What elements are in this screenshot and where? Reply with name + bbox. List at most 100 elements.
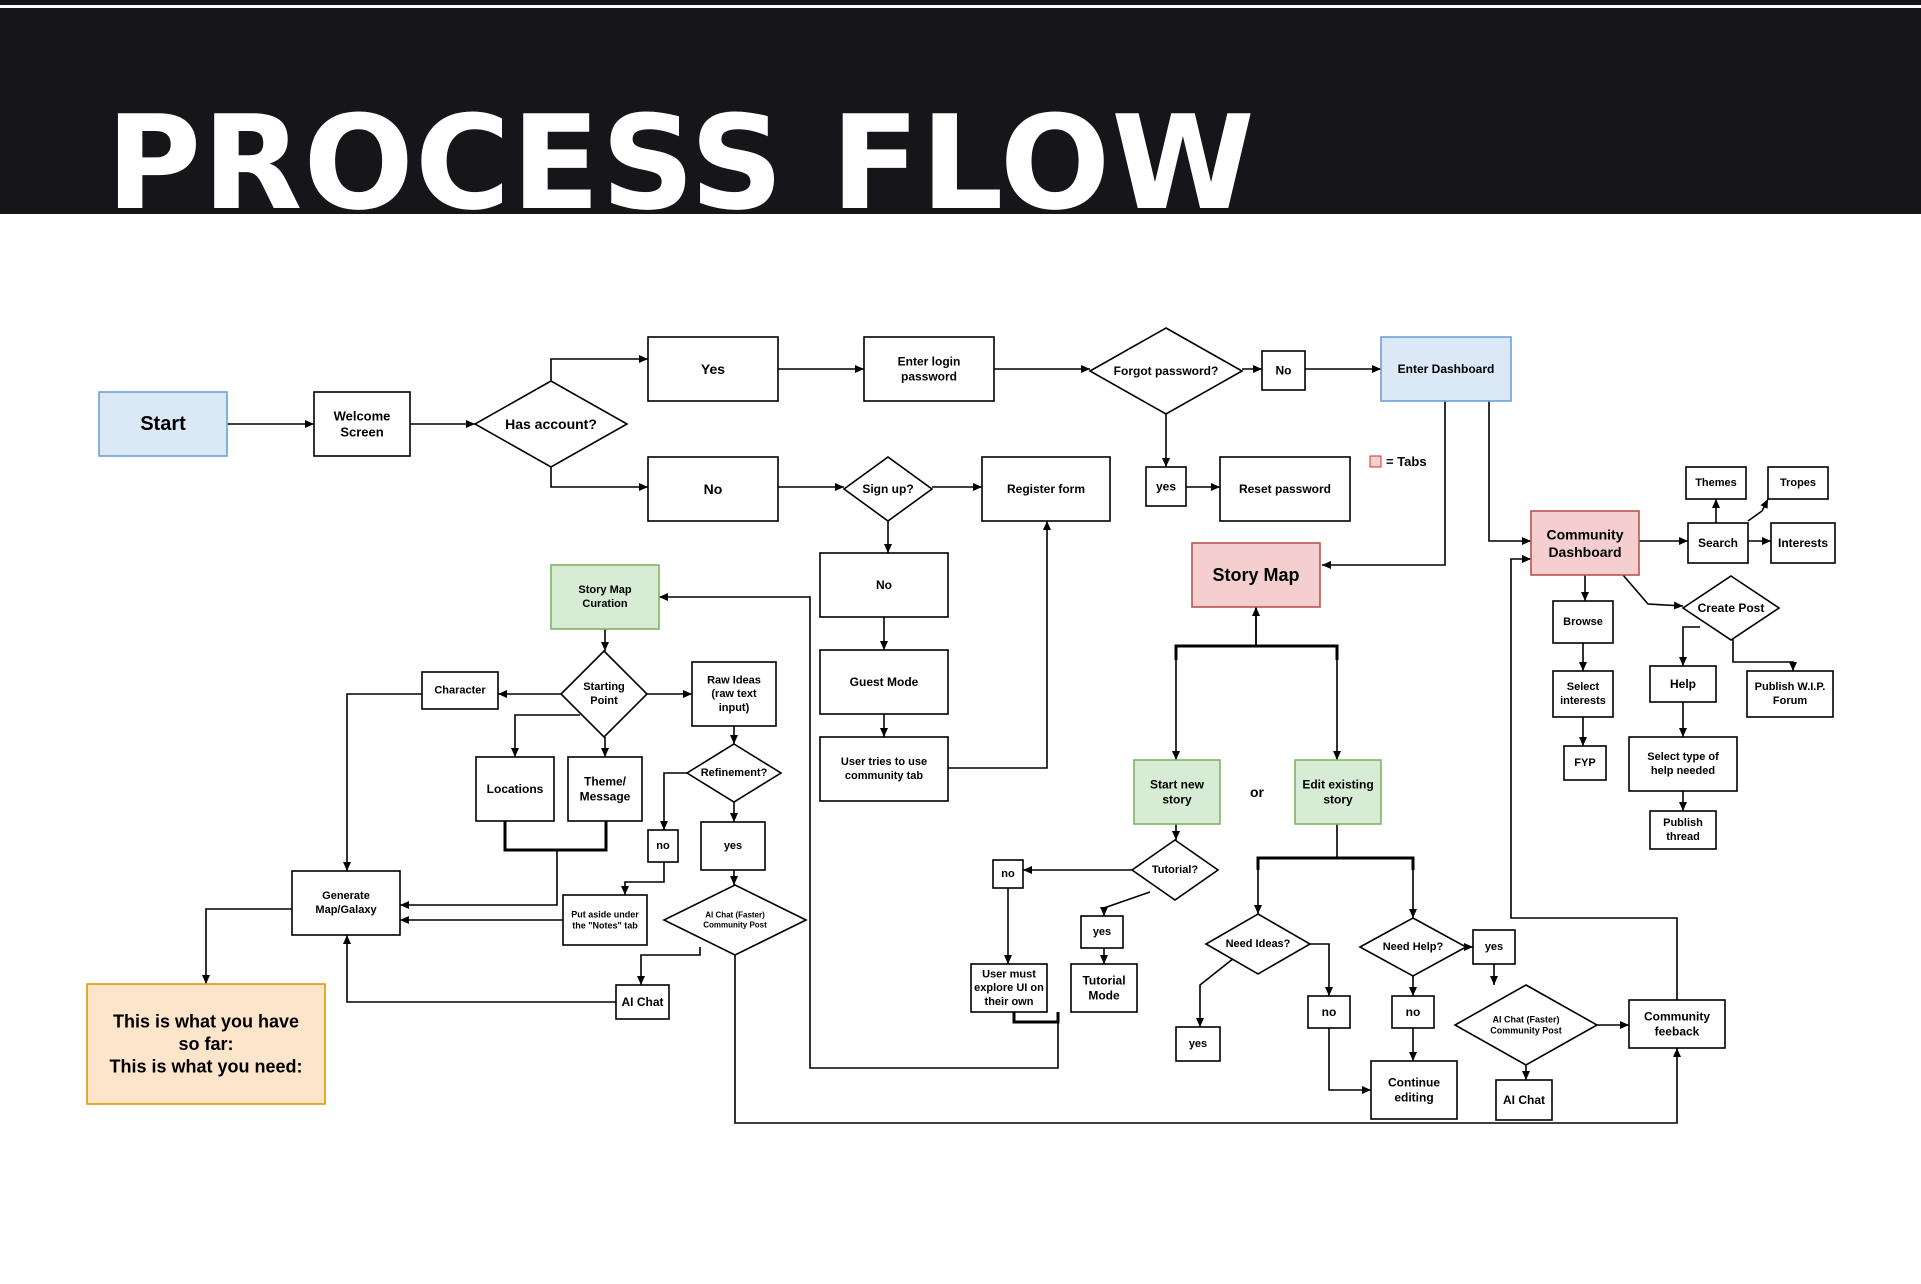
node-tutorial: Tutorial? [1130,839,1220,901]
need-help-diamond [1358,917,1468,977]
help-yes-box [1472,929,1516,965]
refine-no-box [647,829,679,863]
node-help-no: no [1391,995,1435,1029]
ai-chat-left-label: AI Chat [622,995,664,1009]
reset-password-label: Reset password [1239,482,1331,496]
node-ai-chat-community-right: AI Chat (Faster)Community Post [1453,984,1599,1066]
register-form-label: Register form [1007,482,1085,496]
connector-arrow [1100,891,1151,916]
split-bracket [1174,644,1339,660]
node-refine-yes: yes [700,821,766,871]
publish-wip-label: Forum [1773,695,1807,707]
forgot-yes-label: yes [1156,480,1176,494]
connector-arrow [1747,498,1769,522]
sign-up-label: Sign up? [862,482,913,496]
enter-dashboard-label: Enter Dashboard [1398,362,1495,376]
merge-bracket [503,821,608,852]
tutorial-no-label: no [1001,868,1015,880]
tropes-label: Tropes [1780,477,1816,489]
theme-message-label: Theme/ [584,775,627,789]
continue-editing-label: editing [1394,1091,1433,1105]
ai-chat-community-left-diamond [662,884,808,956]
start-new-story-label: Start new [1150,778,1205,792]
welcome-label: Screen [340,425,383,440]
tutorial-mode-label: Mode [1088,989,1120,1003]
community-dashboard-label: Dashboard [1548,544,1621,560]
continue-editing-label: Continue [1388,1076,1440,1090]
node-interests: Interests [1770,522,1836,564]
connector-arrow [504,821,607,851]
need-ideas-label: Need Ideas? [1226,938,1291,950]
character-box [421,671,499,710]
refine-yes-box [700,821,766,871]
community-feedback-box [1628,999,1726,1049]
need-help-label: Need Help? [1383,941,1444,953]
help-no-label: no [1406,1005,1421,1019]
sign-up-diamond [842,456,934,522]
refinement-diamond [685,743,783,803]
tutorial-diamond [1130,839,1220,901]
node-search: Search [1687,522,1749,564]
create-post-label: Create Post [1698,601,1765,615]
node-ai-chat-right: AI Chat [1495,1079,1553,1121]
refine-no-label: no [656,840,670,852]
note-box-label: This is what you need: [109,1057,302,1077]
forgot-password-label: Forgot password? [1114,364,1219,378]
tutorial-no-box [992,859,1024,889]
refinement-label: Refinement? [701,767,768,779]
node-ai-chat-community-left: AI Chat (Faster)Community Post [662,884,808,956]
forgot-password-diamond [1088,327,1244,415]
node-refinement: Refinement? [685,743,783,803]
has-account-label: Has account? [505,416,597,432]
connector-arrow [550,467,648,491]
ai-chat-community-left-label: AI Chat (Faster) [705,911,765,920]
connector-arrow [400,850,558,909]
node-forgot-yes: yes [1145,466,1187,507]
ai-chat-community-right-diamond [1453,984,1599,1066]
node-forgot-password: Forgot password? [1088,327,1244,415]
connector-arrow [1488,401,1531,545]
theme-message-label: Message [580,790,631,804]
connector-arrow [1337,857,1417,918]
start-label: Start [140,413,186,435]
forgot-yes-box [1145,466,1187,507]
start-new-story-box [1133,759,1221,825]
ai-chat-community-right-label: AI Chat (Faster) [1492,1014,1559,1024]
connector-arrow [343,693,422,871]
story-map-box [1191,542,1321,608]
connector-arrow [343,935,616,1003]
publish-thread-label: Publish [1663,817,1703,829]
starting-point-diamond [559,649,649,739]
yes-account-box [647,336,779,402]
forgot-no-label: No [1276,364,1292,378]
tropes-box [1767,466,1829,500]
node-register-form: Register form [981,456,1111,522]
put-aside-label: the "Notes" tab [572,921,638,931]
connector-arrow [550,355,648,381]
enter-login-box [863,336,995,402]
user-tries-box [819,736,949,802]
need-ideas-diamond [1204,913,1312,975]
split-bracket [1256,856,1415,870]
connector-arrow [1732,626,1797,671]
node-publish-wip: Publish W.I.P.Forum [1746,670,1834,718]
page-title: PROCESS FLOW [106,87,1256,239]
story-map-label: Story Map [1212,565,1299,585]
select-help-type-label: help needed [1651,765,1715,777]
ideas-no-box [1307,995,1351,1029]
create-post-diamond [1681,575,1781,641]
connector-arrow [1172,607,1257,760]
fyp-label: FYP [1574,757,1595,769]
tutorial-mode-box [1070,963,1138,1013]
ai-chat-right-box [1495,1079,1553,1121]
select-help-type-label: Select type of [1647,751,1719,763]
register-form-box [981,456,1111,522]
connectors [202,355,1797,1124]
legend-label: = Tabs [1386,454,1427,469]
reset-password-box [1219,456,1351,522]
